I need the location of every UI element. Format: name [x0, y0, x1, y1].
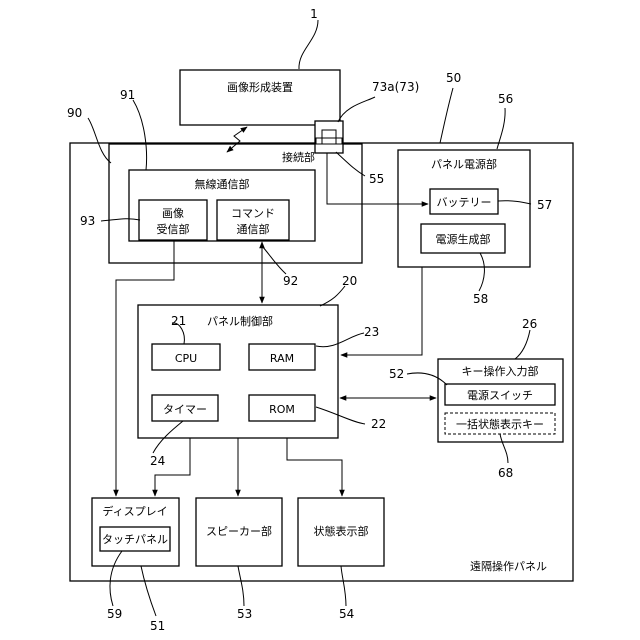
panel-power-label: パネル電源部	[431, 157, 497, 171]
ram-label: RAM	[270, 352, 294, 365]
ref-68: 68	[498, 466, 513, 480]
wireless-label: 無線通信部	[195, 177, 250, 191]
rom-label: ROM	[269, 403, 295, 416]
panel-control-label: パネル制御部	[207, 314, 273, 328]
status-display-label: 状態表示部	[314, 524, 369, 538]
leader-73	[338, 97, 375, 122]
image-receiver-label-1: 画像	[162, 207, 184, 220]
ref-24: 24	[150, 454, 165, 468]
ref-90: 90	[67, 106, 82, 120]
connector-box	[315, 121, 343, 153]
ref-54: 54	[339, 607, 354, 621]
command-comm-label-1: コマンド	[231, 207, 275, 220]
ref-93: 93	[80, 214, 95, 228]
ref-20: 20	[342, 274, 357, 288]
display-label: ディスプレイ	[102, 504, 167, 518]
power-generator-label: 電源生成部	[436, 232, 491, 246]
ref-91: 91	[120, 88, 135, 102]
ref-92: 92	[283, 274, 298, 288]
remote-panel-label: 遠隔操作パネル	[470, 559, 547, 573]
connection-label: 接続部	[282, 150, 315, 164]
ref-58: 58	[473, 292, 488, 306]
cpu-label: CPU	[175, 352, 197, 365]
ref-21: 21	[171, 314, 186, 328]
battery-label: バッテリー	[437, 196, 492, 209]
timer-label: タイマー	[163, 403, 207, 416]
ref-51: 51	[150, 619, 165, 633]
ref-57: 57	[537, 198, 552, 212]
command-comm-label-2: 通信部	[237, 222, 270, 236]
ref-53: 53	[237, 607, 252, 621]
ref-55: 55	[369, 172, 384, 186]
ref-59: 59	[107, 607, 122, 621]
power-switch-label: 電源スイッチ	[467, 388, 533, 402]
ref-56: 56	[498, 92, 513, 106]
ref-52: 52	[389, 367, 404, 381]
key-input-label: キー操作入力部	[462, 364, 539, 378]
image-forming-apparatus-label: 画像形成装置	[227, 81, 293, 94]
ref-73: 73a(73)	[372, 80, 419, 94]
ref-1: 1	[310, 7, 318, 21]
image-forming-apparatus-box	[180, 70, 340, 125]
leader-1	[299, 20, 318, 69]
ref-23: 23	[364, 325, 379, 339]
leader-50	[440, 88, 453, 143]
ref-22: 22	[371, 417, 386, 431]
image-receiver-label-2: 受信部	[157, 222, 190, 236]
ref-50: 50	[446, 71, 461, 85]
batch-status-key-label: 一括状態表示キー	[456, 417, 544, 431]
speaker-label: スピーカー部	[206, 524, 272, 538]
ref-26: 26	[522, 317, 537, 331]
touch-panel-label: タッチパネル	[102, 533, 168, 546]
